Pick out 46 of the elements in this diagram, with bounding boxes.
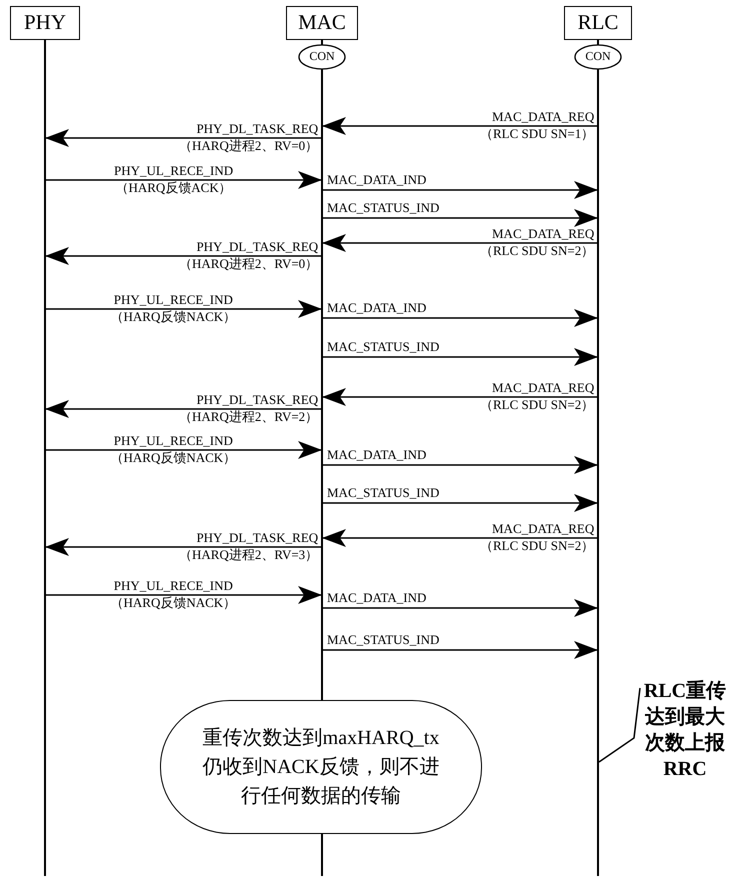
message-arrow (45, 538, 322, 556)
edge-label: PHY_DL_TASK_REQ （HARQ进程2、RV=0） (179, 120, 318, 154)
message-arrow (45, 400, 322, 418)
note-bubble: 重传次数达到maxHARQ_tx仍收到NACK反馈，则不进行任何数据的传输 (160, 700, 482, 834)
edge-label: MAC_DATA_IND (327, 589, 426, 606)
message-arrow (322, 348, 598, 366)
edge-label: MAC_DATA_REQ （RLC SDU SN=2） (480, 520, 594, 554)
edge-label: MAC_DATA_REQ （RLC SDU SN=2） (480, 225, 594, 259)
message-arrow (322, 599, 598, 617)
state-bubble: CON (574, 44, 622, 70)
message-arrow (322, 309, 598, 327)
message-arrow (322, 181, 598, 199)
edge-label: MAC_STATUS_IND (327, 631, 440, 648)
message-arrow (45, 247, 322, 265)
message-arrow (45, 586, 322, 604)
message-arrow (322, 494, 598, 512)
edge-label: PHY_UL_RECE_IND （HARQ反馈NACK） (110, 577, 236, 611)
message-arrow (45, 300, 322, 318)
message-arrow (322, 234, 598, 252)
edge-label: PHY_UL_RECE_IND （HARQ反馈NACK） (110, 291, 236, 325)
edge-label: PHY_UL_RECE_IND （HARQ反馈ACK） (114, 162, 234, 196)
edge-label: MAC_DATA_REQ （RLC SDU SN=2） (480, 379, 594, 413)
edge-label: MAC_STATUS_IND (327, 338, 440, 355)
state-bubble: CON (298, 44, 346, 70)
message-arrow (45, 129, 322, 147)
message-arrow (45, 441, 322, 459)
note-text: RLC重传达到最大次数上报RRC (640, 678, 730, 788)
edge-label: PHY_UL_RECE_IND （HARQ反馈NACK） (110, 432, 236, 466)
edge-label: MAC_DATA_IND (327, 446, 426, 463)
message-arrow (322, 641, 598, 659)
edge-label: MAC_DATA_IND (327, 171, 426, 188)
message-arrow (45, 171, 322, 189)
participant-lifeline: PHY (10, 6, 80, 876)
edge-label: PHY_DL_TASK_REQ （HARQ进程2、RV=3） (179, 529, 318, 563)
edge-label: PHY_DL_TASK_REQ （HARQ进程2、RV=0） (179, 238, 318, 272)
message-arrow (322, 209, 598, 227)
leader-line (598, 688, 641, 763)
message-arrow (322, 388, 598, 406)
message-arrow (322, 117, 598, 135)
edge-label: MAC_STATUS_IND (327, 484, 440, 501)
message-arrow (322, 456, 598, 474)
edge-label: MAC_DATA_REQ （RLC SDU SN=1） (480, 108, 594, 142)
edge-label: PHY_DL_TASK_REQ （HARQ进程2、RV=2） (179, 391, 318, 425)
message-arrow (322, 529, 598, 547)
edge-label: MAC_DATA_IND (327, 299, 426, 316)
edge-label: MAC_STATUS_IND (327, 199, 440, 216)
